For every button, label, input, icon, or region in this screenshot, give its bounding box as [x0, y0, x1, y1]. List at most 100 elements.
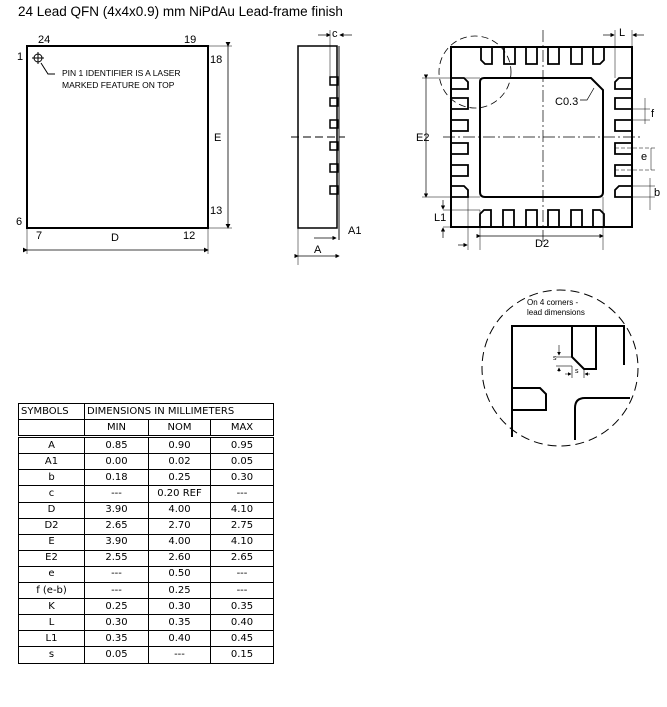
nom-cell: 0.40	[148, 630, 211, 648]
dimensions-table: SYMBOLS DIMENSIONS IN MILLIMETERS MIN NO…	[18, 402, 274, 664]
symbol-cell: E	[18, 533, 85, 551]
col-nom: NOM	[148, 419, 211, 439]
pin-label-18: 18	[210, 54, 223, 66]
nom-cell: 0.02	[148, 453, 211, 471]
pin-label-1: 1	[17, 51, 24, 63]
symbol-cell: s	[18, 646, 85, 664]
drawing-title: 24 Lead QFN (4x4x0.9) mm NiPdAu Lead-fra…	[18, 4, 343, 19]
detail-note-line1: On 4 corners -	[527, 298, 579, 307]
pin1-marker-icon	[32, 52, 44, 64]
nom-cell: 0.20 REF	[148, 485, 211, 503]
symbol-cell: b	[18, 469, 85, 487]
max-cell: ---	[210, 565, 274, 584]
table-row: e---0.50---	[18, 565, 274, 584]
min-cell: ---	[84, 485, 149, 503]
symbol-cell: c	[18, 485, 85, 503]
max-cell: 0.15	[210, 646, 274, 664]
pin-label-24: 24	[38, 34, 51, 46]
max-cell: 0.45	[210, 630, 274, 648]
max-cell: 4.10	[210, 533, 274, 551]
pin-label-7: 7	[36, 230, 43, 242]
max-cell: 2.65	[210, 549, 274, 567]
symbol-cell: D	[18, 501, 85, 519]
min-cell: 0.30	[84, 614, 149, 632]
dim-label-e2: E2	[416, 132, 430, 144]
min-cell: 0.05	[84, 646, 149, 664]
min-cell: 2.65	[84, 517, 149, 535]
dim-label-b: b	[654, 187, 661, 199]
dim-label-f: f	[651, 108, 655, 120]
chamfer-label: C0.3	[555, 96, 579, 108]
pin1-note-line1: PIN 1 IDENTIFIER IS A LASER	[62, 68, 181, 78]
symbol-cell: A	[18, 436, 85, 455]
table-row: c---0.20 REF---	[18, 485, 274, 503]
corner-detail	[481, 289, 639, 447]
pin-label-6: 6	[16, 216, 23, 228]
symbol-cell: A1	[18, 453, 85, 471]
nom-cell: 4.00	[148, 501, 211, 519]
symbol-cell: L	[18, 614, 85, 632]
header-symbols: SYMBOLS	[18, 402, 85, 421]
max-cell: 0.40	[210, 614, 274, 632]
symbol-cell: L1	[18, 630, 85, 648]
max-cell: ---	[210, 582, 274, 600]
top-view	[23, 42, 232, 254]
min-cell: 0.00	[84, 453, 149, 471]
col-min: MIN	[84, 419, 149, 439]
dim-label-l: L	[619, 27, 626, 39]
pin-label-12: 12	[183, 230, 196, 242]
max-cell: ---	[210, 485, 274, 503]
min-cell: 0.35	[84, 630, 149, 648]
col-max: MAX	[210, 419, 274, 439]
nom-cell: 4.00	[148, 533, 211, 551]
nom-cell: 0.50	[148, 565, 211, 584]
max-cell: 2.75	[210, 517, 274, 535]
pin-label-13: 13	[210, 205, 223, 217]
nom-cell: 2.70	[148, 517, 211, 535]
symbol-cell: f (e-b)	[18, 582, 85, 600]
max-cell: 4.10	[210, 501, 274, 519]
nom-cell: ---	[148, 646, 211, 664]
symbol-cell: e	[18, 565, 85, 584]
nom-cell: 0.90	[148, 436, 211, 455]
nom-cell: 0.25	[148, 469, 211, 487]
nom-cell: 2.60	[148, 549, 211, 567]
min-cell: 3.90	[84, 501, 149, 519]
dim-label-l1: L1	[434, 212, 447, 224]
nom-cell: 0.25	[148, 582, 211, 600]
pin1-note-line2: MARKED FEATURE ON TOP	[62, 80, 175, 90]
max-cell: 0.35	[210, 598, 274, 616]
min-cell: 3.90	[84, 533, 149, 551]
dim-label-c: c	[332, 28, 338, 40]
header-dimensions: DIMENSIONS IN MILLIMETERS	[84, 402, 274, 421]
min-cell: 0.85	[84, 436, 149, 455]
max-cell: 0.05	[210, 453, 274, 471]
bottom-view	[422, 30, 655, 250]
detail-note-line2: lead dimensions	[527, 308, 585, 317]
dim-label-d: D	[111, 232, 119, 244]
dim-label-e-pitch: e	[641, 151, 648, 163]
table-row: f (e-b)---0.25---	[18, 582, 274, 600]
min-cell: 2.55	[84, 549, 149, 567]
dim-label-s-vertical: s	[553, 355, 557, 362]
min-cell: 0.18	[84, 469, 149, 487]
min-cell: ---	[84, 582, 149, 600]
dim-label-a: A	[314, 244, 322, 256]
pin-label-19: 19	[184, 34, 197, 46]
min-cell: ---	[84, 565, 149, 584]
symbol-cell: K	[18, 598, 85, 616]
max-cell: 0.30	[210, 469, 274, 487]
side-view	[291, 30, 352, 265]
